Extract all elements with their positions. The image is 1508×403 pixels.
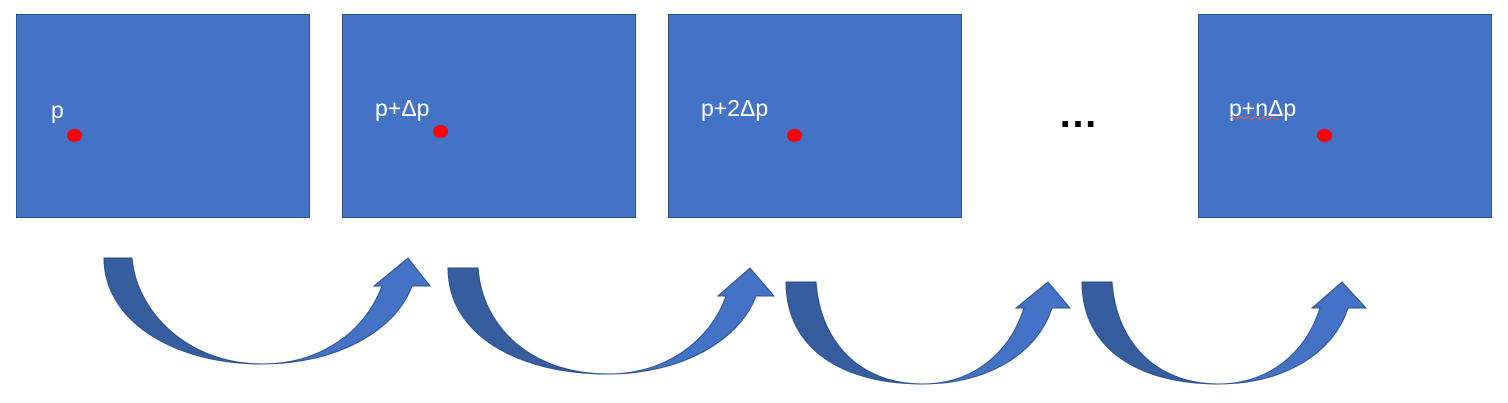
frame-2: p+Δp: [342, 14, 636, 218]
ellipsis: …: [1058, 92, 1098, 136]
curved-arrow-1: [103, 257, 432, 365]
frame-3-point: [787, 129, 802, 142]
frame-4-label: p+nΔp: [1229, 95, 1297, 121]
curved-arrow-3: [785, 281, 1072, 385]
frame-4: p+nΔp: [1198, 14, 1492, 218]
frame-2-label: p+Δp: [375, 95, 430, 121]
frame-2-point: [433, 125, 448, 138]
curved-arrow-4: [1081, 281, 1368, 385]
spellcheck-underline: [1230, 116, 1278, 120]
frame-4-point: [1317, 129, 1332, 142]
frame-1-point: [67, 129, 82, 142]
curved-arrow-2: [447, 267, 776, 375]
frame-1: p: [16, 14, 310, 218]
frame-3-label: p+2Δp: [701, 95, 769, 121]
frame-1-label: p: [51, 97, 64, 123]
frame-3: p+2Δp: [668, 14, 962, 218]
